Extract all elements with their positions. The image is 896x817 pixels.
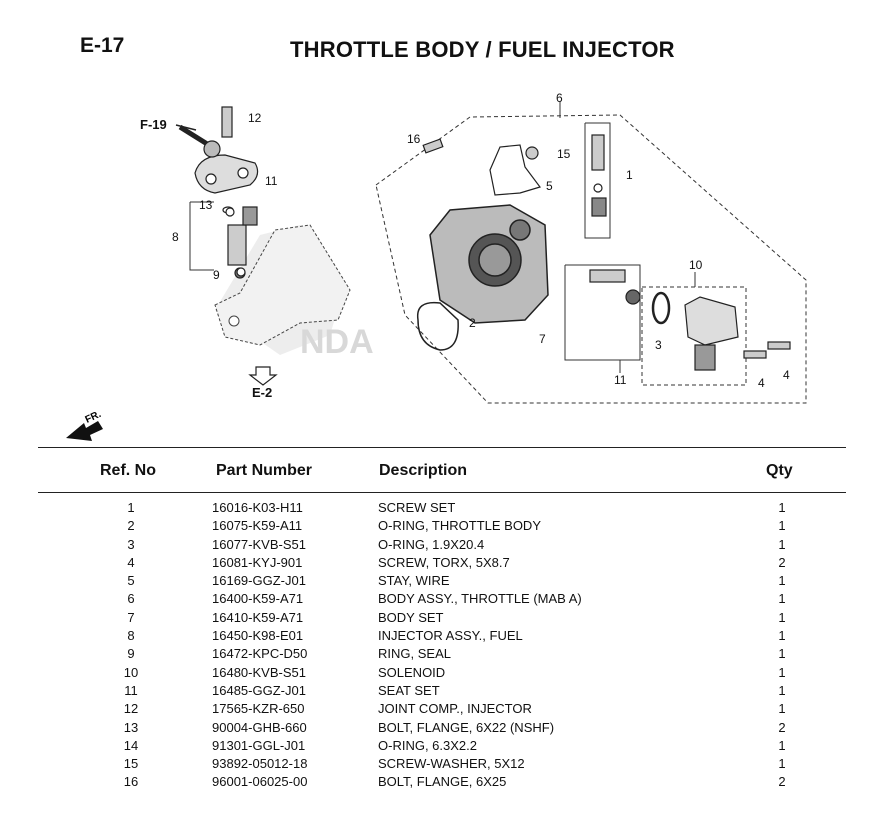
svg-text:NDA: NDA — [300, 323, 374, 361]
callout-14: 13 — [199, 198, 213, 212]
callout-5: 5 — [546, 179, 553, 193]
callout-12: 11 — [265, 174, 278, 188]
callout-4a: 4 — [758, 376, 765, 390]
header-ref-no: Ref. No — [100, 462, 156, 479]
ref-e2: E-2 — [252, 385, 272, 400]
callout-2: 2 — [469, 316, 476, 330]
callout-16: 16 — [407, 132, 421, 146]
callout-6: 6 — [556, 91, 563, 105]
table-header-rule — [38, 492, 846, 493]
ref-f19: F-19 — [140, 117, 167, 132]
solenoid-part — [684, 296, 739, 371]
seat-set-part — [589, 269, 641, 305]
throttle-body-part — [429, 204, 549, 324]
parts-diagram: NDA — [66, 91, 807, 441]
ref-fr: FR. — [84, 409, 103, 426]
header-part-number: Part Number — [216, 462, 313, 479]
intake-bracket-part — [214, 224, 351, 346]
header-description: Description — [379, 462, 468, 479]
table-top-rule — [38, 447, 846, 448]
torx-screws-part — [743, 341, 791, 359]
callout-7: 7 — [539, 332, 546, 346]
bolts-part — [225, 138, 539, 277]
o-ring-small-part — [651, 291, 671, 325]
callout-11: 11 — [614, 373, 627, 387]
callout-10: 10 — [689, 258, 703, 272]
callout-15: 15 — [557, 147, 571, 161]
header-qty: Qty — [766, 462, 793, 479]
screw-set-part — [591, 134, 607, 217]
front-arrow-icon: FR. — [66, 409, 103, 441]
solenoid-group-outline — [641, 286, 747, 386]
o-ring-throttle-part — [416, 301, 459, 351]
stay-wire-part — [489, 144, 541, 196]
page-title: THROTTLE BODY / FUEL INJECTOR — [290, 37, 675, 62]
injector-joint-part — [178, 106, 259, 194]
page-code: E-17 — [80, 34, 125, 57]
callout-3: 3 — [655, 338, 662, 352]
throttle-body-group-outline — [375, 114, 807, 404]
callout-9: 9 — [213, 268, 220, 282]
callout-1: 1 — [626, 168, 633, 182]
callout-13: 12 — [248, 111, 262, 125]
callout-8: 8 — [172, 230, 179, 244]
arrow-down-icon — [248, 366, 278, 386]
callout-4b: 4 — [783, 368, 790, 382]
